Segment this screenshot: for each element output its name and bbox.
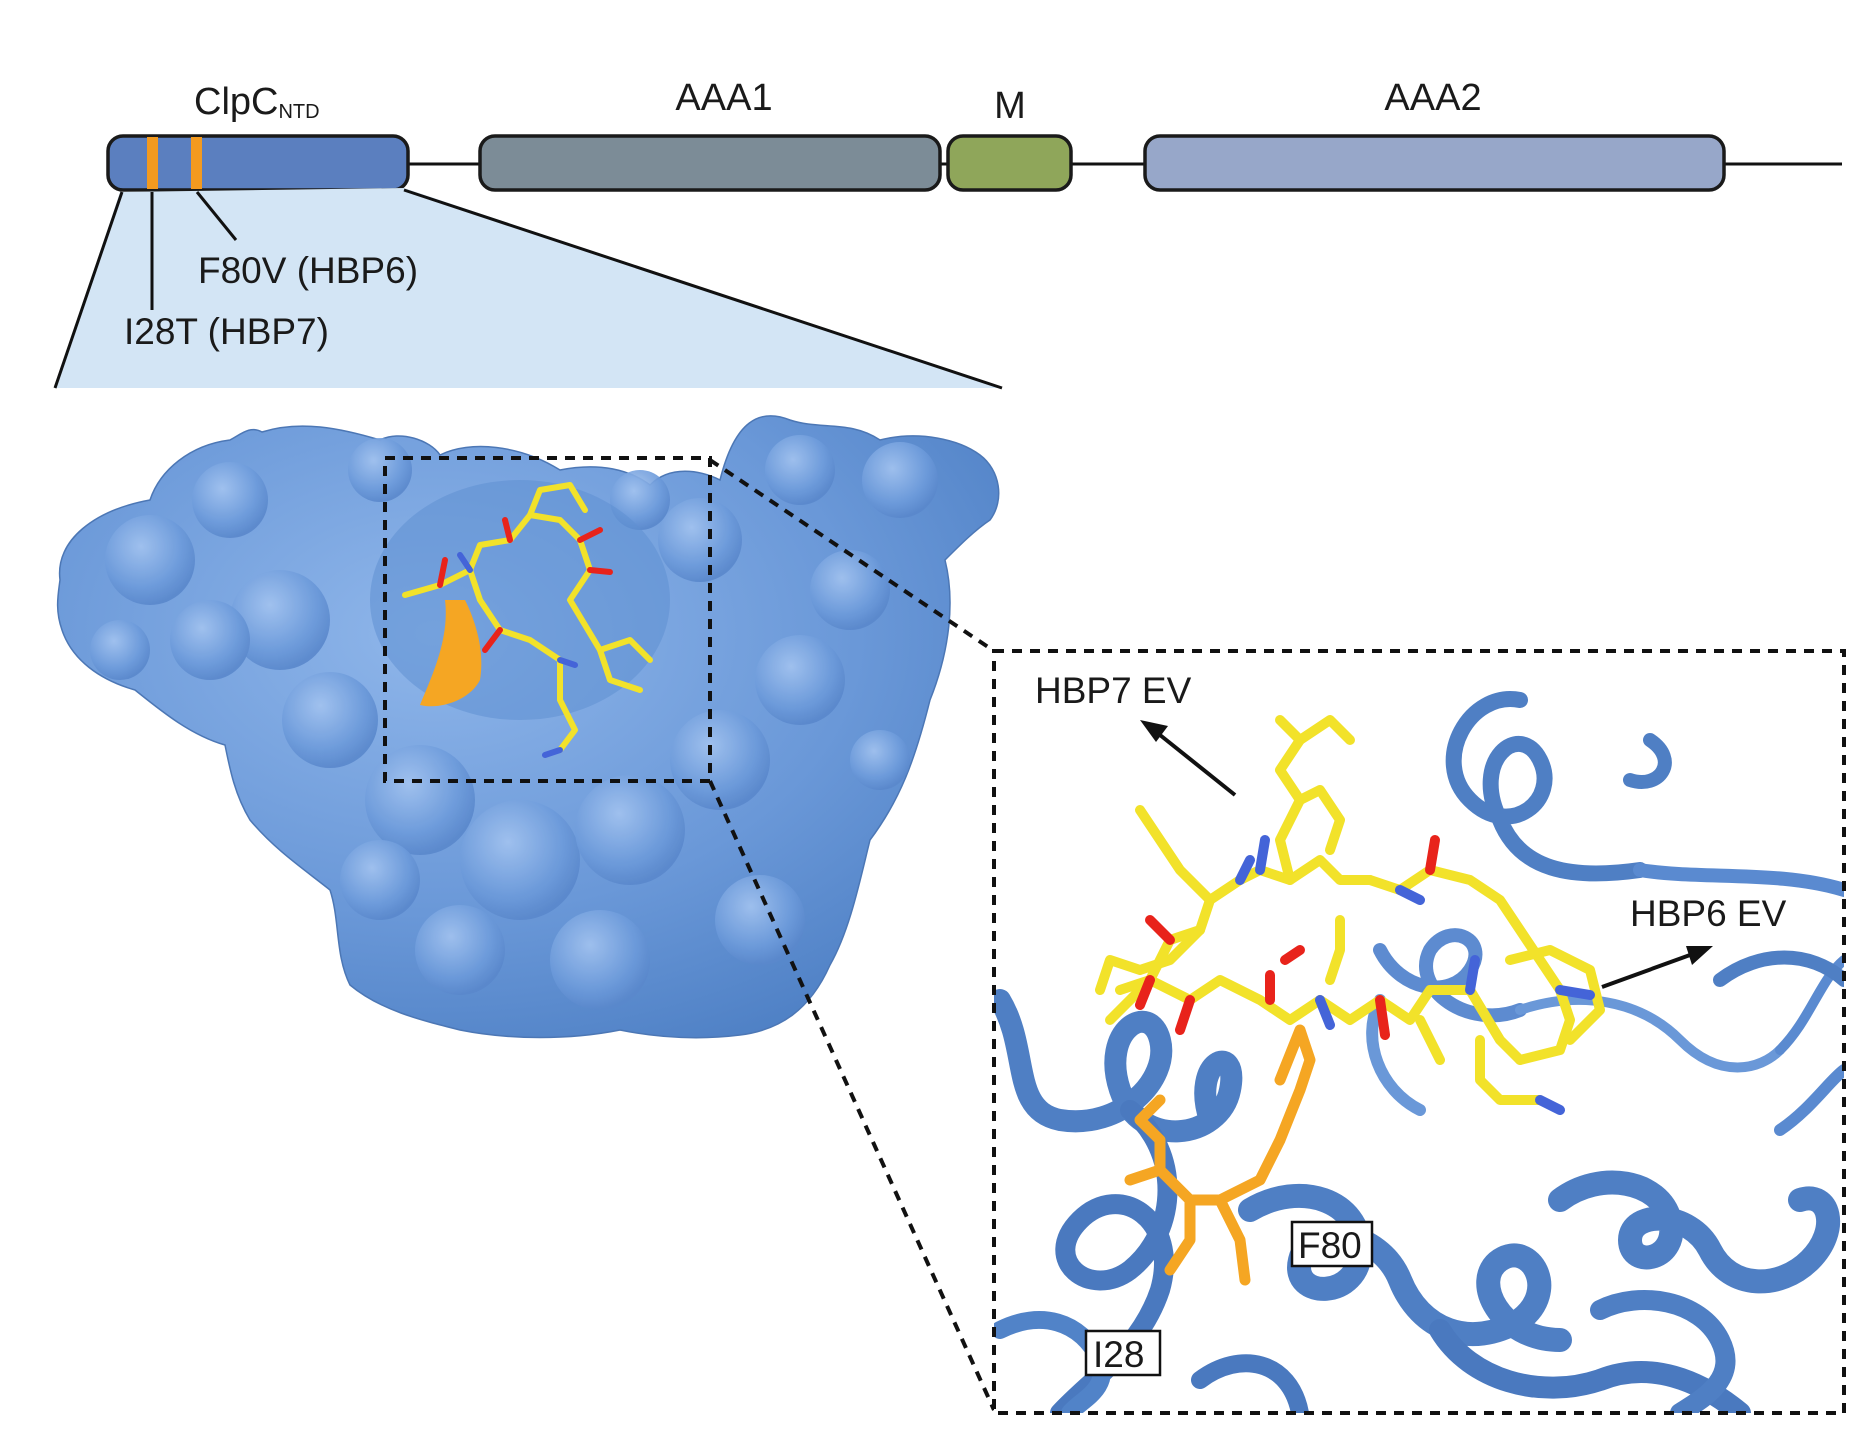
zoom-highlight-residues [1124,1024,1316,1286]
m-domain-box [946,134,1073,192]
mutation-marker-i28 [147,137,158,189]
protein-surface [56,415,1000,1039]
zoom-cone-left-edge [53,191,124,389]
aaa1-domain-box [478,134,942,192]
hbp6-ev-label: HBP6 EV [1630,893,1787,934]
i28-label-box [1084,1329,1162,1377]
aaa2-label: AAA2 [1384,77,1481,119]
zoom-ligand [1095,715,1605,1115]
zoom-panel: HBP7 EV HBP6 EV F80 I28 [992,649,1846,1415]
leader-f80 [195,191,238,241]
ntd-domain-box [106,134,410,192]
zoom-panel-border [992,649,1846,1415]
zoom-cone [55,188,1002,388]
hbp7-ev-arrow [1158,733,1237,797]
mutation-marker-f80 [191,137,202,189]
mutation-label-f80v: F80V (HBP6) [198,250,418,291]
mutation-label-i28t: I28T (HBP7) [124,311,329,352]
ntd-label: ClpCNTD [194,81,320,123]
surface-ligand [402,482,653,758]
domain-architecture: ClpCNTD AAA1 M AAA2 [106,77,1842,192]
i28-label: I28 [1093,1334,1144,1375]
zoom-connector-top [708,458,996,653]
f80-label: F80 [1298,1225,1362,1266]
f80-label-box [1290,1220,1374,1268]
hbp6-ev-arrow [1601,953,1691,989]
zoom-cone-right-edge [403,188,1003,390]
m-label: M [994,85,1026,127]
aaa2-domain-box [1143,134,1726,192]
hbp7-ev-arrowhead [1140,720,1168,742]
surface-highlight-residues [420,600,482,707]
zoom-connector-bottom [708,780,996,1411]
hbp7-ev-label: HBP7 EV [1035,670,1192,711]
hbp6-ev-arrowhead [1686,946,1713,965]
ribbon-structure [994,691,1844,1413]
aaa1-label: AAA1 [675,77,772,119]
selection-box [383,456,712,783]
surface-bumps [90,435,938,1010]
